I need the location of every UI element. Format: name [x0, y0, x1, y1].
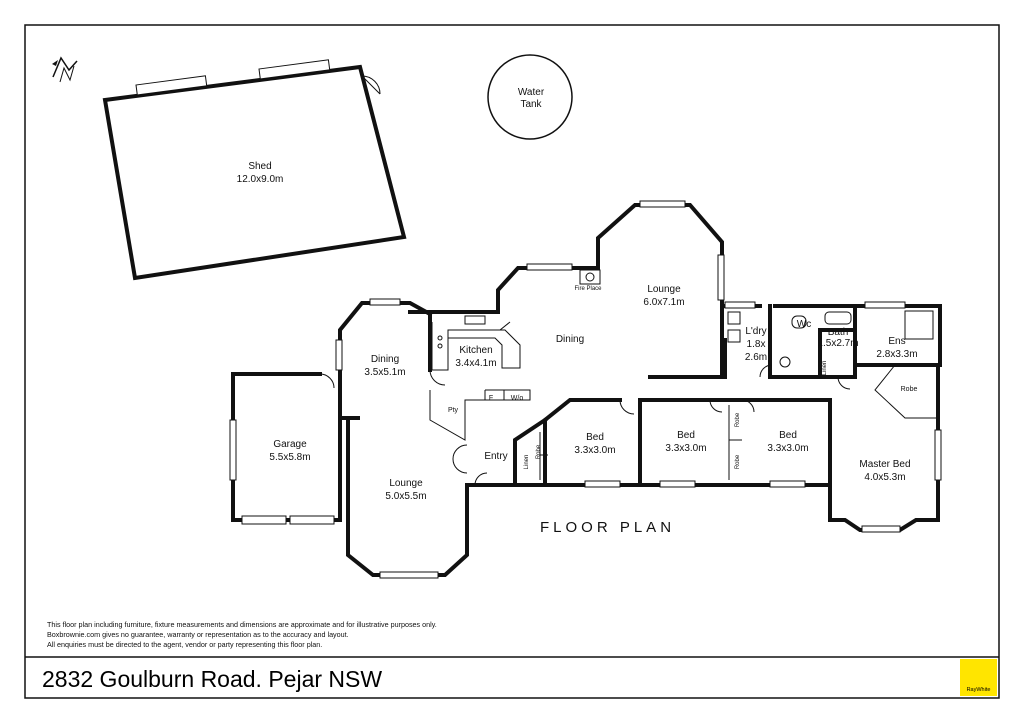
- kitchen-size: 3.4x4.1m: [455, 358, 496, 369]
- lounge-left-size: 5.0x5.5m: [385, 491, 426, 502]
- bed-2-size: 3.3x3.0m: [665, 443, 706, 454]
- property-address: 2832 Goulburn Road. Pejar NSW: [42, 666, 383, 692]
- bed-2-name: Bed: [677, 430, 695, 441]
- shed: [102, 59, 407, 281]
- robe-2-label: Robe: [735, 412, 741, 427]
- water-tank: [487, 54, 573, 140]
- entry-label: Entry: [484, 451, 507, 462]
- walk-in-label: W/o: [511, 395, 524, 402]
- bed-3-size: 3.3x3.0m: [767, 443, 808, 454]
- doors: [429, 364, 851, 486]
- shed-size: 12.0x9.0m: [237, 174, 284, 185]
- floor-plan-title: FLOOR PLAN: [540, 519, 676, 536]
- lounge-top-size: 6.0x7.1m: [643, 297, 684, 308]
- garage-name: Garage: [273, 439, 307, 450]
- north-arrow-icon: [52, 56, 78, 83]
- master-bed-name: Master Bed: [859, 459, 910, 470]
- bath-fixtures: [727, 310, 934, 368]
- ensuite-name: Ens: [888, 336, 905, 347]
- water-tank-label-2: Tank: [520, 99, 542, 110]
- bed-3-name: Bed: [779, 430, 797, 441]
- fire-place-icon: [579, 269, 601, 285]
- kitchen-name: Kitchen: [459, 345, 492, 356]
- kitchen-benches: [431, 315, 521, 371]
- garage: [229, 372, 342, 525]
- disclaimer-line: This floor plan including furniture, fix…: [47, 620, 437, 629]
- linen-1-label: Linen: [524, 455, 530, 470]
- bed-1-name: Bed: [586, 432, 604, 443]
- lounge-top-name: Lounge: [647, 284, 681, 295]
- fridge-label: F: [489, 395, 493, 402]
- shed-name: Shed: [248, 161, 271, 172]
- dining-left-size: 3.5x5.1m: [364, 367, 405, 378]
- dining-left-name: Dining: [371, 354, 399, 365]
- pantry-label: Pty: [448, 407, 459, 414]
- dining-main-name: Dining: [556, 334, 584, 345]
- windows: [335, 200, 942, 579]
- laundry-name: L'dry: [745, 326, 766, 337]
- wc-label: Wc: [797, 319, 811, 330]
- bath-size: 1.5x2.7m: [817, 338, 858, 349]
- linen-2-label: Linen: [822, 361, 828, 376]
- robe-3-label: Robe: [735, 454, 741, 469]
- robe-1-label: Robe: [536, 444, 542, 459]
- ensuite-size: 2.8x3.3m: [876, 349, 917, 360]
- robe-4-label: Robe: [901, 386, 918, 393]
- master-bed-size: 4.0x5.3m: [864, 472, 905, 483]
- page-border: [24, 24, 1000, 699]
- laundry-size-2: 2.6m: [745, 352, 767, 363]
- disclaimer-line: All enquiries must be directed to the ag…: [47, 640, 323, 649]
- water-tank-label-1: Water: [518, 87, 545, 98]
- fire-place-label: Fire Place: [574, 286, 602, 292]
- brand-name: RayWhite: [966, 687, 991, 693]
- garage-size: 5.5x5.8m: [269, 452, 310, 463]
- disclaimer: This floor plan including furniture, fix…: [47, 620, 607, 650]
- disclaimer-line: Boxbrownie.com gives no guarantee, warra…: [47, 630, 349, 639]
- bed-1-size: 3.3x3.0m: [574, 445, 615, 456]
- brand-logo: RayWhite: [960, 659, 997, 696]
- bath-name: Bath: [828, 327, 849, 338]
- laundry-size-1: 1.8x: [747, 339, 766, 350]
- lounge-left-name: Lounge: [389, 478, 423, 489]
